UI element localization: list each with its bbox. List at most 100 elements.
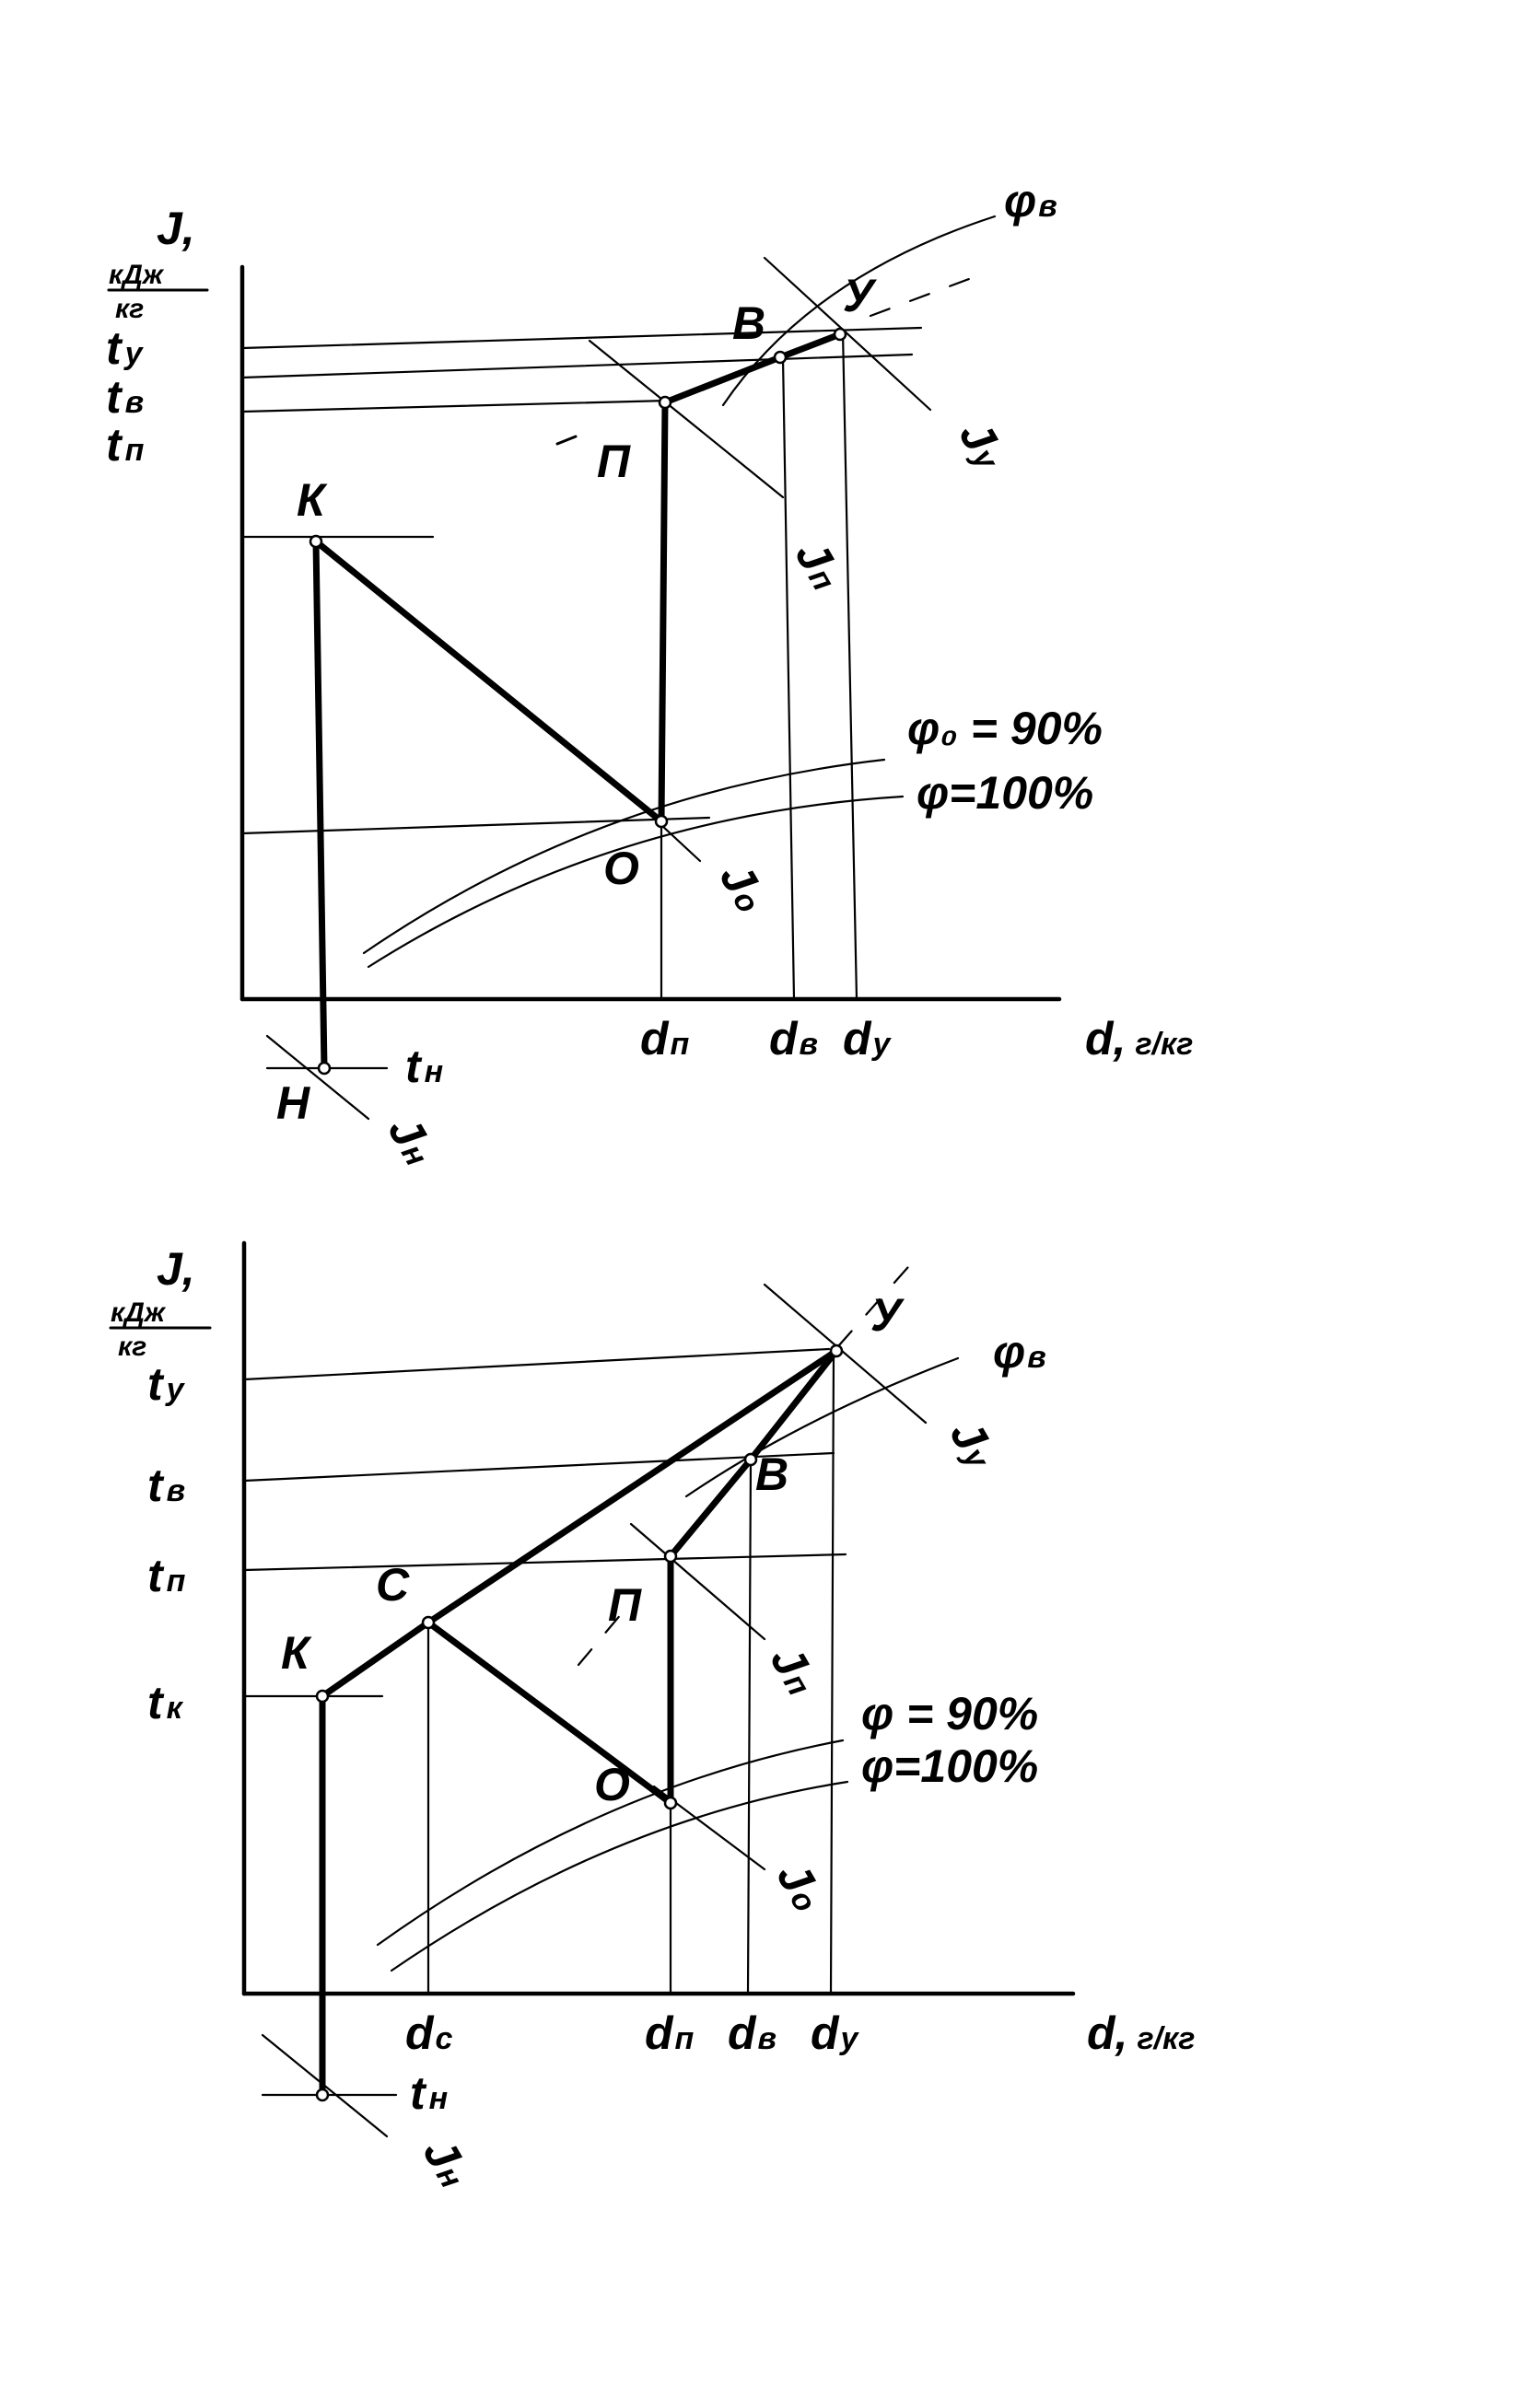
d2-label-y: У xyxy=(870,1289,905,1341)
d2-point-p xyxy=(663,1549,678,1564)
d2-label-jo: Jо xyxy=(766,1854,835,1920)
d2-label-jp: Jп xyxy=(760,1637,828,1704)
d2-process-c-y xyxy=(425,1347,840,1626)
d2-label-k: К xyxy=(281,1627,312,1679)
d1-process-p-b xyxy=(661,354,784,406)
d1-process-k-o xyxy=(312,538,665,825)
d2-point-b xyxy=(743,1452,758,1467)
d1-dv-line xyxy=(781,355,796,1001)
d1-process-k-h xyxy=(312,538,328,1072)
d2-label-jy: Jу xyxy=(940,1412,1008,1478)
d2-point-c xyxy=(421,1615,436,1630)
d2-label-b: В xyxy=(755,1448,788,1500)
d2-label-phi-100: φ=100% xyxy=(861,1740,1038,1792)
d1-label-jy: Jу xyxy=(949,413,1017,479)
d1-dy-line xyxy=(841,330,858,1001)
d1-jy-line xyxy=(763,256,932,412)
d1-process-o-p xyxy=(658,399,669,825)
d1-jp-line xyxy=(588,339,785,499)
d2-process-k-c xyxy=(319,1619,432,1700)
d2-y-dash xyxy=(836,1251,923,1348)
d1-phi-100-curve xyxy=(367,795,905,969)
d1-point-p xyxy=(658,395,672,410)
d1-x-axis-label: d,г/кг xyxy=(1085,1013,1193,1064)
d1-jn-line xyxy=(265,1034,370,1121)
d2-phi-v-curve xyxy=(684,1356,960,1498)
d1-label-phi-o: φ₀ = 90% xyxy=(907,703,1103,754)
d2-label-p: П xyxy=(608,1579,642,1631)
d1-point-o xyxy=(654,814,669,829)
d2-label-dv: dв xyxy=(728,2007,777,2059)
d2-point-y xyxy=(829,1344,844,1358)
d1-process-b-y xyxy=(777,331,844,361)
d1-ty-line xyxy=(240,326,923,350)
d1-label-dv: dв xyxy=(769,1013,818,1064)
d2-label-dy: dу xyxy=(811,2007,860,2059)
d2-point-n xyxy=(315,2088,330,2102)
d2-process-c-o xyxy=(425,1619,674,1807)
d2-p-dash xyxy=(577,1611,624,1667)
d2-tp-line xyxy=(242,1553,847,1572)
d1-label-y: У xyxy=(843,270,878,321)
d2-phi-90-curve xyxy=(376,1739,845,1947)
d1-tp-line xyxy=(240,399,670,413)
d2-y-axis-unit-den: кг xyxy=(118,1332,146,1362)
d2-label-jn: Jн xyxy=(413,2130,481,2196)
d2-point-k xyxy=(315,1689,330,1704)
d2-tv-line xyxy=(242,1451,835,1483)
d2-jp-line xyxy=(629,1522,766,1641)
d1-point-b xyxy=(773,350,788,365)
d2-process-p-b xyxy=(667,1456,754,1560)
d1-label-h: Н xyxy=(276,1077,310,1129)
d1-label-jn: Jн xyxy=(378,1108,446,1174)
d1-label-jp: Jп xyxy=(785,532,853,599)
d1-label-b: В xyxy=(732,297,765,349)
d1-phi-o-curve xyxy=(362,758,886,955)
d2-label-phi-90: φ = 90% xyxy=(861,1688,1038,1739)
d2-label-dc: dс xyxy=(405,2007,453,2059)
d1-tv-line xyxy=(240,353,914,379)
d1-label-k: К xyxy=(297,474,328,526)
d2-y-axis-unit-num: кДж xyxy=(111,1297,167,1328)
d1-label-dy: dу xyxy=(843,1013,893,1064)
d2-x-axis-label: d,г/кг xyxy=(1087,2007,1195,2059)
d2-label-c: С xyxy=(376,1559,410,1611)
d1-y-axis-symbol: J, xyxy=(157,203,195,254)
d1-y-axis-unit-num: кДж xyxy=(109,260,165,290)
d2-jy-line xyxy=(763,1283,928,1425)
d1-label-o: О xyxy=(603,843,639,894)
d1-point-y xyxy=(833,327,847,342)
d2-point-o xyxy=(663,1796,678,1810)
d1-ty-dash xyxy=(869,274,978,318)
d2-label-dp: dп xyxy=(645,2007,695,2059)
d1-label-phi-100: φ=100% xyxy=(917,767,1093,819)
d1-label-p: П xyxy=(597,436,631,487)
d2-phi-100-curve xyxy=(390,1780,849,1972)
d1-p-dash xyxy=(555,435,578,446)
d2-dv-line xyxy=(746,1458,753,1995)
d1-label-dp: dп xyxy=(640,1013,690,1064)
d1-y-axis-unit-den: кг xyxy=(115,294,144,324)
d2-ty-line xyxy=(242,1347,831,1381)
d2-process-b-y xyxy=(747,1347,840,1463)
d2-label-phi-v: φв xyxy=(993,1326,1046,1378)
d1-point-h xyxy=(317,1061,332,1076)
d1-label-jo: Jо xyxy=(709,855,777,921)
d1-point-k xyxy=(309,534,323,549)
d1-label-phi-v: φв xyxy=(1004,175,1057,227)
d2-dy-line xyxy=(829,1352,835,1995)
d2-y-axis-symbol: J, xyxy=(157,1243,195,1295)
d1-to-line xyxy=(240,816,711,835)
